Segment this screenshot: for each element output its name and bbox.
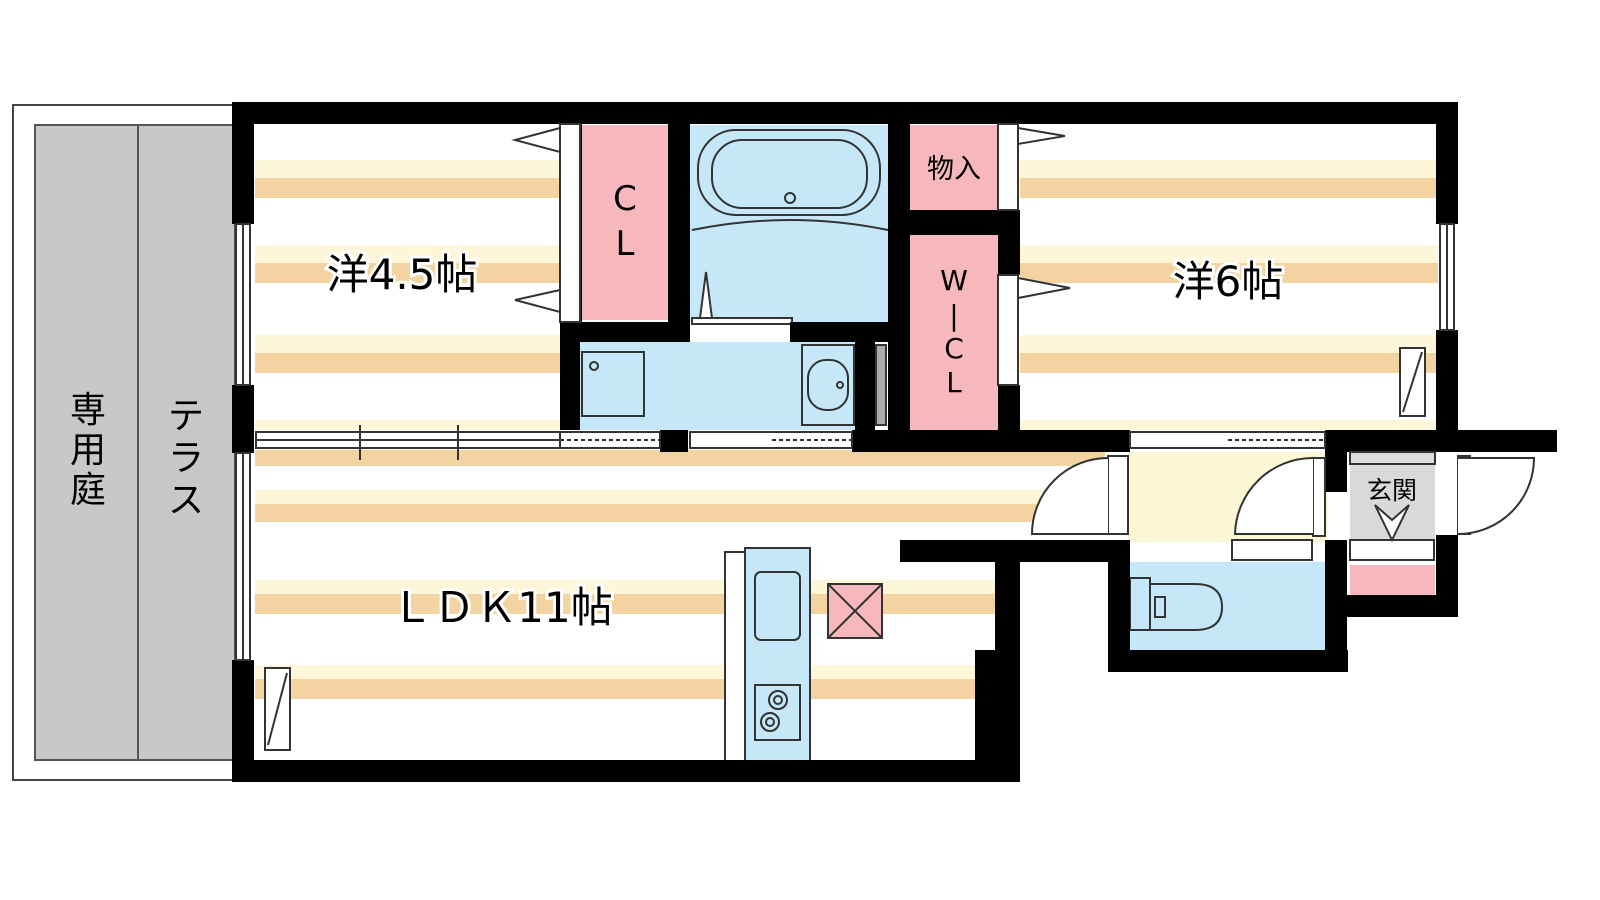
label-terrace-3: ス [168,480,204,521]
label-terrace-1: テ [168,396,204,437]
label-wcl-c: C [944,332,964,365]
label-ldk: ＬＤＫ11帖 [391,583,612,632]
closet-wcl [910,235,998,430]
label-terrace-2: ラ [168,438,204,479]
closet-cl [582,125,668,320]
floor-ldk [255,450,1105,760]
garden-area [34,124,236,761]
label-western1: 洋4.5帖 [327,250,478,299]
washroom-fixtures [581,344,887,426]
label-western2: 洋6帖 [1173,257,1284,306]
label-entrance: 玄関 [1367,476,1417,505]
entrance-shoe-box [1350,565,1435,595]
label-storage: 物入 [927,154,981,185]
label-garden-3: 庭 [70,470,106,511]
label-wcl-l: L [946,366,962,399]
air-vents [264,347,1426,751]
closet-doors [511,123,1071,386]
floor-western2 [1020,125,1438,430]
label-closet-c: C [613,179,637,219]
refrigerator-space [827,583,883,639]
bathroom [690,125,888,322]
kitchen-fixtures [724,551,801,763]
closet-storage [910,125,998,210]
swing-doors [1030,455,1536,561]
windows [235,223,1455,661]
bathtub [691,129,889,325]
floor-western1 [255,125,560,430]
label-closet-l: L [616,224,635,264]
toilet-room [1130,562,1325,650]
label-wcl-bar: | [949,299,958,332]
sliding-doors [255,425,1436,465]
label-garden-1: 専 [70,390,106,431]
label-garden-2: 用 [70,430,106,471]
label-wcl-w: W [940,264,968,297]
